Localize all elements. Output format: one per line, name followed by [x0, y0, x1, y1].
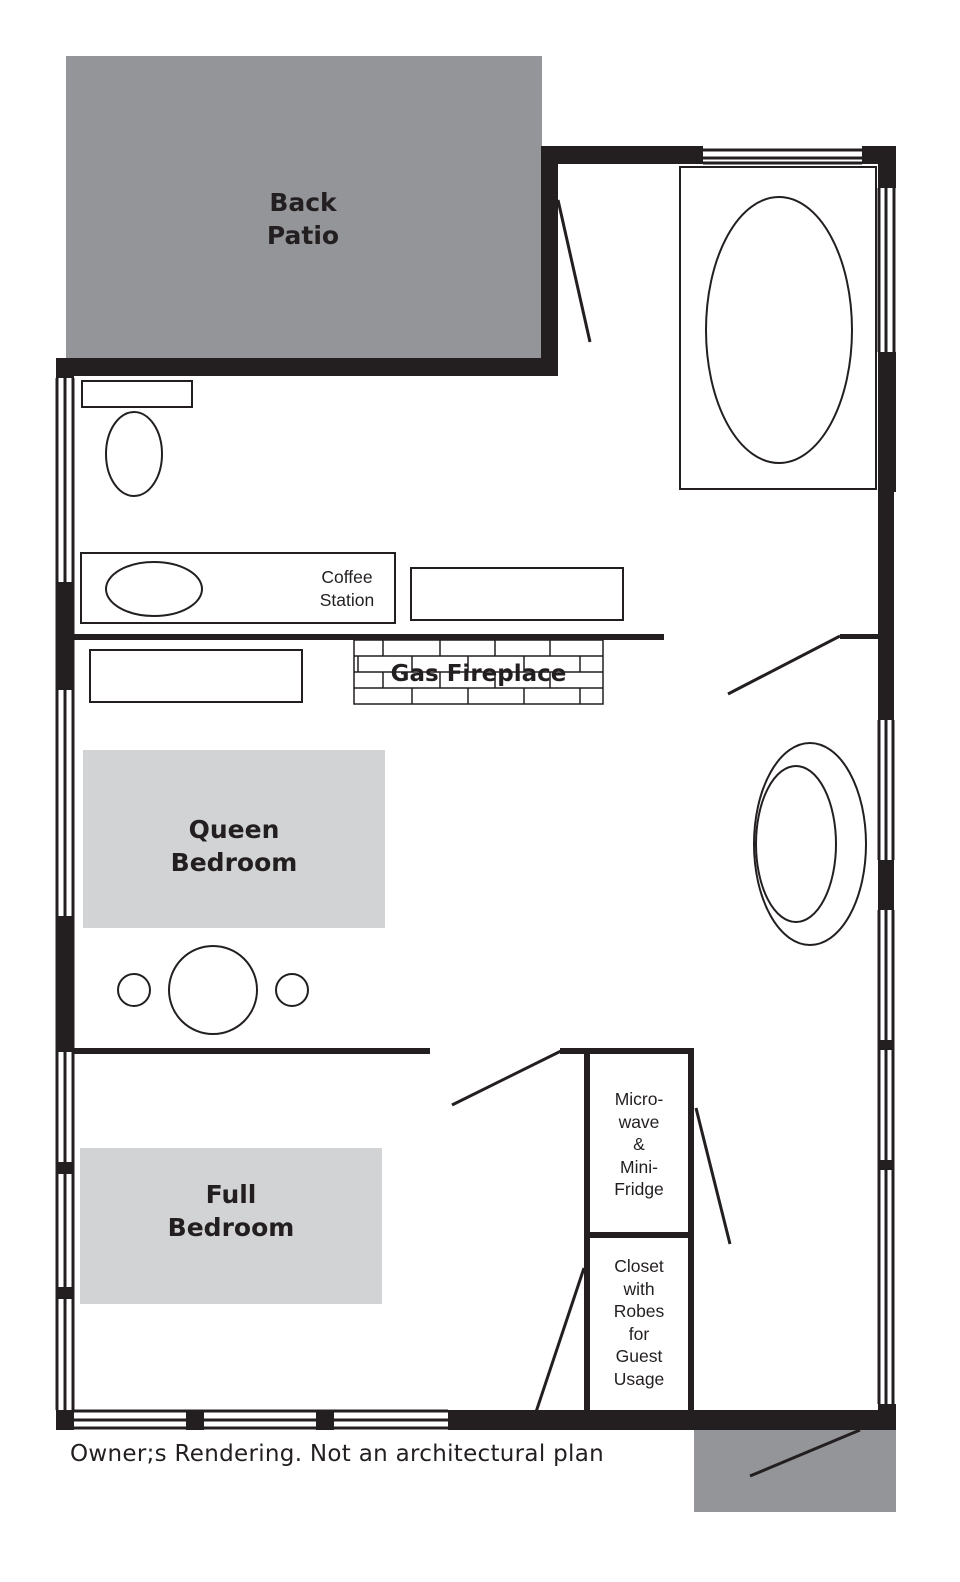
queen-bed [83, 750, 385, 928]
bathtub-basin [705, 196, 853, 464]
queen-bedroom-label: Queen Bedroom [83, 813, 385, 879]
dresser [89, 649, 303, 703]
microwave-line2: wave [618, 1111, 660, 1132]
closet-label: Closet with Robes for Guest Usage [590, 1255, 688, 1390]
full-bedroom-line1: Full [205, 1180, 257, 1209]
closet-line5: Guest [615, 1346, 663, 1366]
rendering-caption: Owner;s Rendering. Not an architectural … [70, 1441, 604, 1467]
closet-door-swing [534, 1267, 586, 1413]
full-bedroom-line2: Bedroom [167, 1213, 295, 1242]
tub-outer [753, 742, 867, 946]
queen-bedroom-line1: Queen [188, 815, 280, 844]
coffee-station-label: Coffee Station [302, 566, 392, 611]
full-bedroom-door-swing [451, 1048, 564, 1107]
bedroom-door-swing [727, 634, 841, 696]
toilet-tank [81, 380, 193, 408]
chair-left [117, 973, 151, 1007]
closet-line1: Closet [614, 1256, 664, 1276]
gas-fireplace [353, 639, 604, 705]
closet-line3: Robes [613, 1301, 665, 1321]
microwave-door-swing [694, 1107, 732, 1245]
microwave-line1: Micro- [614, 1089, 664, 1109]
back-patio-area [66, 56, 542, 358]
full-bed [80, 1148, 382, 1304]
back-patio-label-line1: Back [269, 188, 337, 217]
microwave-fridge-label: Micro- wave & Mini- Fridge [590, 1088, 688, 1201]
microwave-line3: & [633, 1134, 645, 1154]
queen-bedroom-line2: Bedroom [170, 848, 298, 877]
front-door-swing [749, 1428, 861, 1478]
front-step-area [694, 1428, 896, 1512]
microwave-line4: Mini- [620, 1156, 658, 1177]
closet-line4: for [628, 1323, 650, 1344]
coffee-station-line1: Coffee [321, 567, 373, 587]
back-patio-label-line2: Patio [266, 221, 340, 250]
sink [105, 561, 203, 617]
coffee-station-counter [80, 552, 396, 624]
chair-right [275, 973, 309, 1007]
counter-right [410, 567, 624, 621]
full-bedroom-label: Full Bedroom [80, 1178, 382, 1244]
closet-line2: with [623, 1278, 655, 1299]
bath-door-swing [556, 199, 592, 343]
tub-inner [755, 765, 837, 923]
dining-table [168, 945, 258, 1035]
bathtub [679, 166, 877, 490]
coffee-station-line2: Station [319, 589, 375, 610]
closet-line6: Usage [613, 1368, 665, 1389]
toilet-bowl [105, 411, 163, 497]
back-patio-label: Back Patio [230, 186, 376, 252]
gas-fireplace-label: Gas Fireplace [390, 661, 567, 687]
microwave-line5: Fridge [614, 1179, 664, 1199]
